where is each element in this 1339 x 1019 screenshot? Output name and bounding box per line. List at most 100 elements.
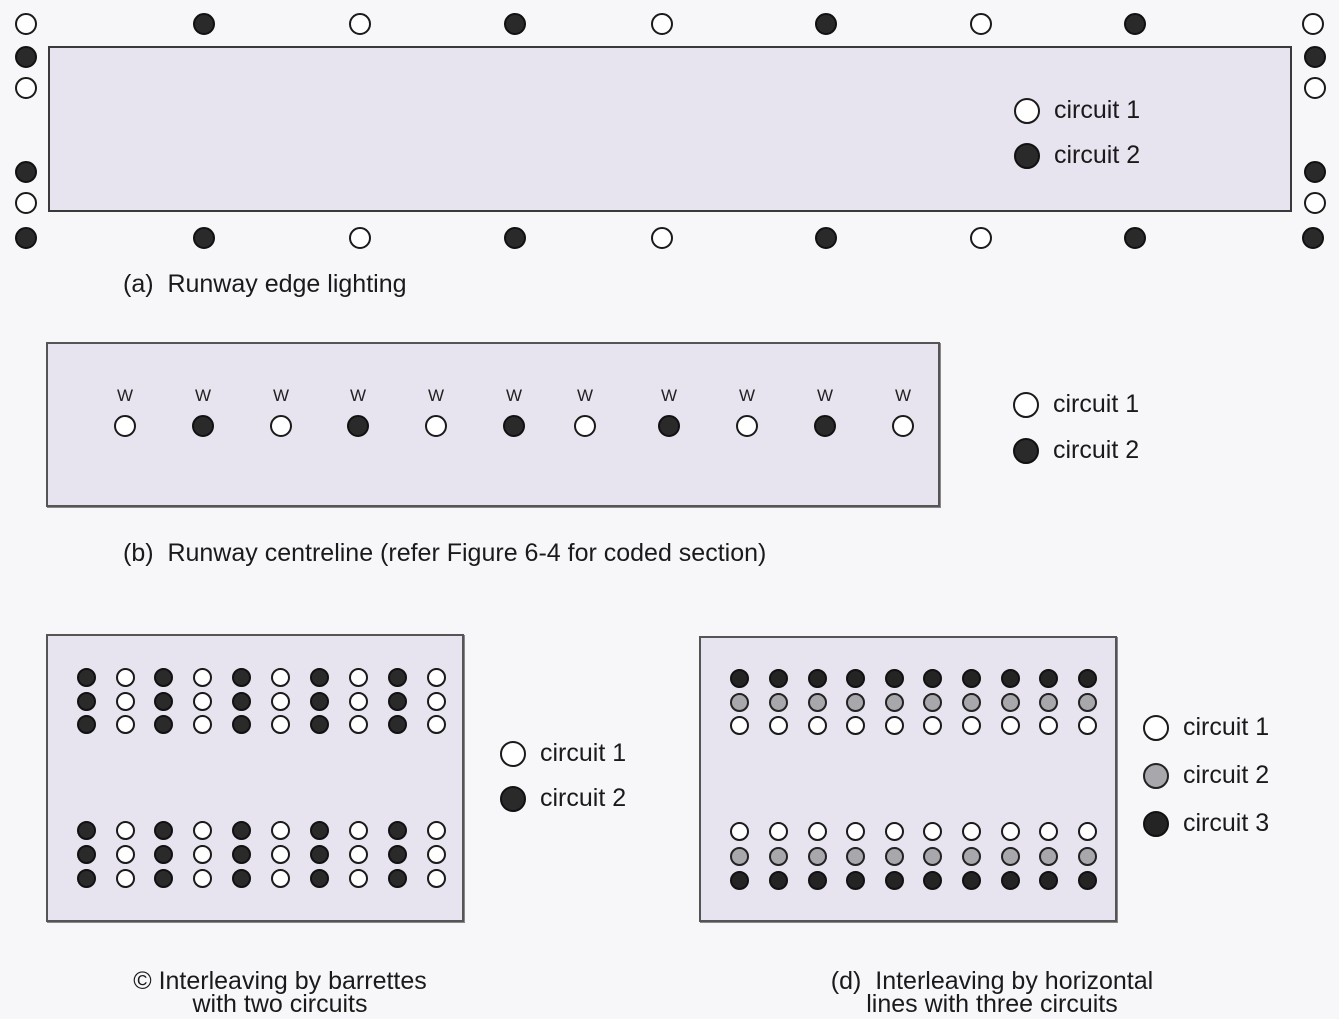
caption-c-line-2: with two circuits (192, 990, 368, 1018)
centreline-white-label-2: W (272, 386, 290, 405)
caption-a: (a) Runway edge lighting (123, 270, 407, 298)
edge-light-top-1 (193, 13, 215, 35)
line-light-top-r2-c5 (922, 715, 942, 735)
caption-d: (d) Interleaving by horizontal lines wit… (792, 967, 1192, 1018)
line-light-bottom-r1-c3 (845, 846, 865, 866)
centreline-light-4 (425, 415, 447, 437)
legend-b-circuit-1: circuit 1 (1013, 390, 1139, 419)
barrette-light-g1-r2-c7 (348, 868, 368, 888)
line-light-top-r0-c9 (1077, 668, 1097, 688)
edge-light-top-3 (504, 13, 526, 35)
barrette-light-g0-r2-c6 (309, 714, 329, 734)
line-light-bottom-r2-c1 (768, 870, 788, 890)
line-light-top-r0-c5 (922, 668, 942, 688)
centreline-white-label-10: W (894, 386, 912, 405)
edge-light-top-8 (1302, 13, 1324, 35)
line-light-bottom-r1-c0 (729, 846, 749, 866)
line-light-top-r0-c8 (1038, 668, 1058, 688)
runway-edge-panel (48, 46, 1292, 212)
line-light-top-r2-c2 (807, 715, 827, 735)
edge-light-top-7 (1124, 13, 1146, 35)
caption-c-line-1: © Interleaving by barrettes (133, 967, 427, 995)
barrette-light-g0-r2-c7 (348, 714, 368, 734)
barrette-light-g0-r2-c1 (115, 714, 135, 734)
barrette-light-g0-r0-c3 (192, 667, 212, 687)
barrette-light-g1-r1-c2 (153, 844, 173, 864)
line-light-top-r0-c3 (845, 668, 865, 688)
barrette-light-g1-r2-c4 (231, 868, 251, 888)
line-light-top-r2-c3 (845, 715, 865, 735)
circuit-2-swatch (1143, 762, 1169, 789)
barrette-light-g1-r1-c1 (115, 844, 135, 864)
barrette-light-g0-r0-c7 (348, 667, 368, 687)
barrette-light-g1-r2-c0 (76, 868, 96, 888)
line-light-bottom-r2-c3 (845, 870, 865, 890)
line-light-bottom-r1-c5 (922, 846, 942, 866)
line-light-bottom-r0-c4 (884, 821, 904, 841)
line-light-bottom-r2-c4 (884, 870, 904, 890)
barrette-light-g1-r2-c8 (387, 868, 407, 888)
centreline-light-2 (270, 415, 292, 437)
line-light-top-r1-c3 (845, 692, 865, 712)
caption-d-line-1: (d) Interleaving by horizontal (830, 967, 1154, 995)
barrette-light-g1-r0-c7 (348, 820, 368, 840)
barrette-light-g1-r0-c9 (426, 820, 446, 840)
edge-light-bottom-4 (651, 227, 673, 249)
edge-light-top-6 (970, 13, 992, 35)
legend-label: circuit 1 (1054, 96, 1141, 124)
line-light-top-r2-c6 (961, 715, 981, 735)
line-light-top-r2-c4 (884, 715, 904, 735)
line-light-top-r1-c1 (768, 692, 788, 712)
edge-light-left-1 (15, 77, 37, 99)
line-light-top-r1-c6 (961, 692, 981, 712)
barrette-light-g1-r0-c3 (192, 820, 212, 840)
barrette-light-g1-r0-c4 (231, 820, 251, 840)
line-light-top-r2-c1 (768, 715, 788, 735)
line-light-top-r2-c9 (1077, 715, 1097, 735)
line-light-top-r0-c6 (961, 668, 981, 688)
barrette-light-g0-r0-c2 (153, 667, 173, 687)
centreline-white-label-8: W (738, 386, 756, 405)
centreline-light-9 (814, 415, 836, 437)
line-light-bottom-r1-c9 (1077, 846, 1097, 866)
barrette-light-g0-r1-c4 (231, 691, 251, 711)
legend-label: circuit 3 (1183, 809, 1270, 837)
centreline-light-3 (347, 415, 369, 437)
circuit-3-swatch (1143, 810, 1169, 837)
legend-b-circuit-2: circuit 2 (1013, 436, 1139, 465)
legend-label: circuit 1 (1053, 390, 1140, 418)
circuit-1-swatch (1143, 714, 1169, 741)
line-light-bottom-r0-c6 (961, 821, 981, 841)
line-light-bottom-r0-c2 (807, 821, 827, 841)
barrette-light-g1-r1-c5 (270, 844, 290, 864)
legend-label: circuit 1 (540, 739, 627, 767)
line-light-top-r2-c0 (729, 715, 749, 735)
barrette-light-g1-r1-c4 (231, 844, 251, 864)
circuit-1-swatch (500, 740, 526, 767)
barrette-light-g1-r0-c5 (270, 820, 290, 840)
legend-label: circuit 1 (1183, 713, 1270, 741)
barrette-light-g1-r0-c6 (309, 820, 329, 840)
line-light-bottom-r1-c8 (1038, 846, 1058, 866)
caption-d-line-2: lines with three circuits (866, 990, 1118, 1018)
barrette-light-g0-r2-c4 (231, 714, 251, 734)
line-light-bottom-r0-c1 (768, 821, 788, 841)
centreline-white-label-0: W (116, 386, 134, 405)
line-light-bottom-r2-c2 (807, 870, 827, 890)
barrette-light-g0-r1-c3 (192, 691, 212, 711)
centreline-white-label-3: W (349, 386, 367, 405)
centreline-light-10 (892, 415, 914, 437)
centreline-light-7 (658, 415, 680, 437)
barrette-light-g0-r2-c5 (270, 714, 290, 734)
edge-light-bottom-1 (193, 227, 215, 249)
line-light-bottom-r2-c6 (961, 870, 981, 890)
line-light-top-r0-c4 (884, 668, 904, 688)
legend-label: circuit 2 (1054, 141, 1141, 169)
legend-c-circuit-2: circuit 2 (500, 784, 626, 813)
line-light-top-r0-c1 (768, 668, 788, 688)
barrette-light-g0-r1-c7 (348, 691, 368, 711)
edge-light-top-5 (815, 13, 837, 35)
barrette-light-g0-r1-c9 (426, 691, 446, 711)
circuit-2-swatch (1014, 142, 1040, 169)
barrette-light-g0-r2-c2 (153, 714, 173, 734)
